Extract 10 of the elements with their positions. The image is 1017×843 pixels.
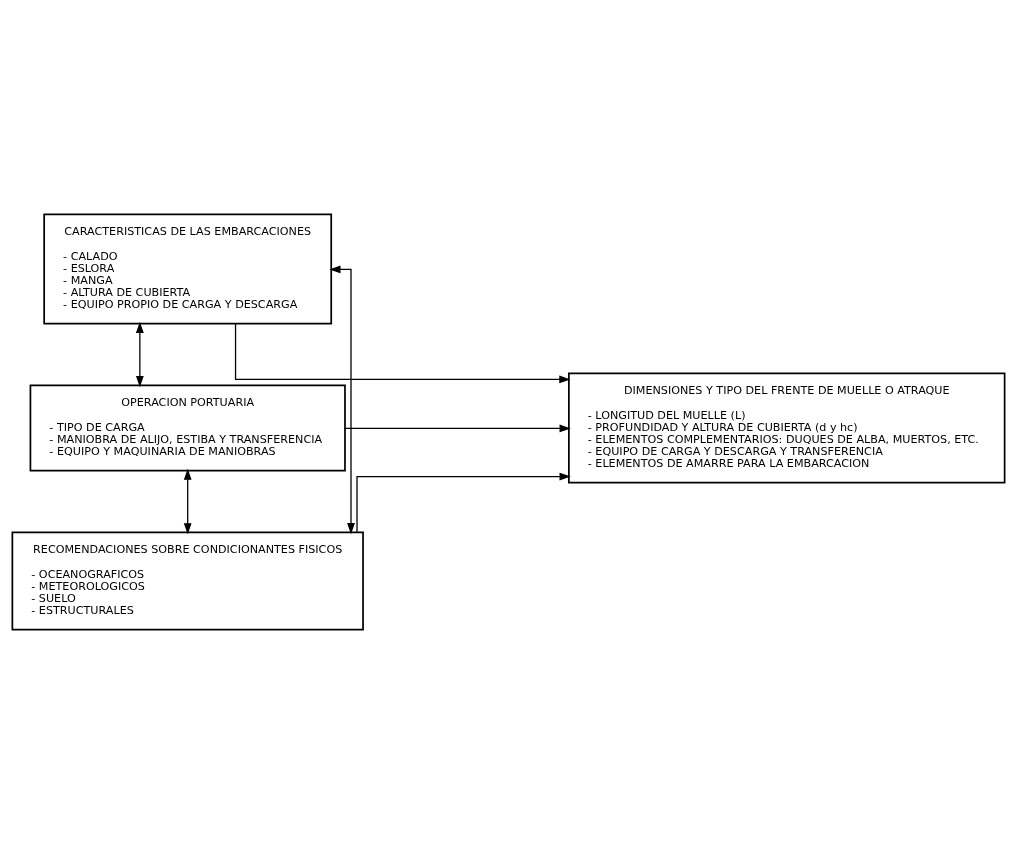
node-box: RECOMENDACIONES SOBRE CONDICIONANTES FISICOS - OCEANOGRAFICOS - METEOROLOGICOS - SUELO - ESTRUCTURALES: [11, 531, 364, 630]
arrow: [329, 265, 355, 534]
node-box: CARACTERISTICAS DE LAS EMBARCACIONES - CALADO - ESLORA - MANGA - ALTURA DE CUBIERTA - EQUIPO PROPIO DE CARGA Y DESCARGA: [43, 213, 333, 324]
arrow: [183, 468, 192, 534]
arrow: [135, 321, 144, 387]
node-box: OPERACION PORTUARIA - TIPO DE CARGA - MANIOBRA DE ALIJO, ESTIBA Y TRANSFERENCIA - EQUIPO Y MAQUINARIA DE MANIOBRAS: [29, 384, 346, 471]
arrow: [234, 322, 571, 383]
arrow: [356, 472, 571, 533]
arrow: [344, 424, 571, 432]
node-box: DIMENSIONES Y TIPO DEL FRENTE DE MUELLE O ATRAQUE - LONGITUD DEL MUELLE (L) - PROFUNDIDAD Y ALTURA DE CUBIERTA (d y hc) - ELEMENTOS COMPLEMENTARIOS: DUQUES DE ALBA, MUERTOS, ETC. - EQUIPO DE CARGA Y DESCARGA Y TRANSFERENCIA - ELEMENTOS DE AMARRE PARA LA EMBARCACION: [568, 372, 1006, 483]
